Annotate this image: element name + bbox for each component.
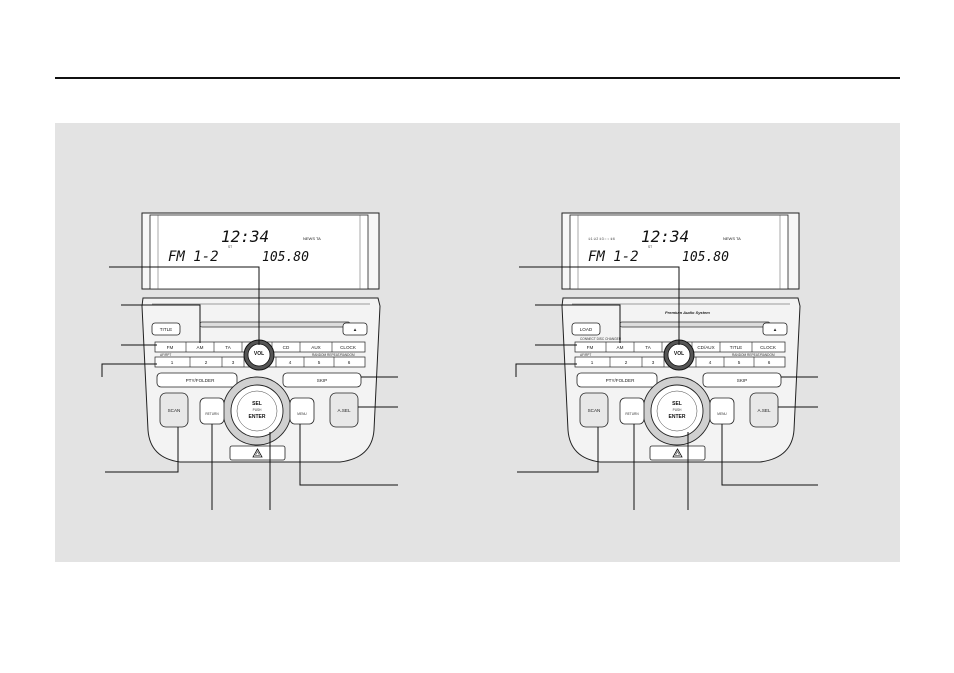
right-scan-button[interactable]: SCAN [588,408,601,413]
left-preset-5[interactable]: 5 [318,360,321,365]
left-push-label: PUSH [253,408,263,412]
right-push-label: PUSH [673,408,683,412]
right-return-button[interactable]: RETURN [625,412,639,416]
right-rds-label: AF/RPT [580,353,591,357]
right-title-button[interactable]: TITLE [730,345,743,350]
right-audio-unit: ①1 ②2 ③3 ○ ○ ⑥6 12:34 NEWS TA ST FM 1-2 … [515,212,818,510]
left-fm-button[interactable]: FM [167,345,174,350]
left-skip-button[interactable]: SKIP [317,378,327,383]
right-ta-button[interactable]: TA [645,345,651,350]
right-changer-label: CONNECT DISC CHANGER [580,337,622,341]
right-load-button[interactable]: LOAD [580,327,593,332]
right-pty-folder-button[interactable]: PTY/FOLDER [606,378,636,383]
right-preset-3[interactable]: 3 [652,360,655,365]
left-preset-3[interactable]: 3 [232,360,235,365]
right-clock-button[interactable]: CLOCK [760,345,777,350]
right-preset-4[interactable]: 4 [709,360,712,365]
left-ta-button[interactable]: TA [225,345,231,350]
header-rule [55,77,900,79]
left-display-stereo: ST [228,245,232,249]
right-cd-aux-button[interactable]: CD/AUX [697,345,714,350]
right-random-label: RANDOM REPEAT/RANDOM [732,353,775,357]
left-display-frequency: 105.80 [262,250,309,265]
right-display-band: FM 1-2 [588,249,639,265]
left-audio-unit: 12:34 NEWS TA ST FM 1-2 105.80 TITLE ▲ F… [101,212,398,510]
left-cd-button[interactable]: CD [283,345,290,350]
left-preset-1[interactable]: 1 [171,360,174,365]
right-asel-button[interactable]: A.SEL [757,408,770,413]
left-enter-button[interactable]: ENTER [249,414,266,420]
left-eject-icon[interactable]: ▲ [353,327,358,332]
left-display-indicators: NEWS TA [303,236,321,241]
left-title-button[interactable]: TITLE [160,327,173,332]
left-return-button[interactable]: RETURN [205,412,219,416]
left-preset-4[interactable]: 4 [289,360,292,365]
right-display-clock: 12:34 [641,227,689,246]
right-fm-button[interactable]: FM [587,345,594,350]
right-enter-button[interactable]: ENTER [669,414,686,420]
right-am-button[interactable]: AM [617,345,624,350]
right-vol-knob[interactable]: VOL [674,351,684,357]
right-eject-icon[interactable]: ▲ [773,327,778,332]
left-rds-label: AF/RPT [160,353,171,357]
left-asel-button[interactable]: A.SEL [337,408,350,413]
left-vol-knob[interactable]: VOL [254,351,264,357]
right-preset-2[interactable]: 2 [625,360,628,365]
left-random-label: RANDOM REPEAT/RANDOM [312,353,355,357]
right-preset-5[interactable]: 5 [738,360,741,365]
left-display-band: FM 1-2 [168,249,219,265]
right-display-frequency: 105.80 [682,250,729,265]
left-pty-folder-button[interactable]: PTY/FOLDER [186,378,216,383]
right-disc-indicators: ①1 ②2 ③3 ○ ○ ⑥6 [588,237,615,241]
left-preset-2[interactable]: 2 [205,360,208,365]
right-preset-6[interactable]: 6 [768,360,771,365]
right-display-indicators: NEWS TA [723,236,741,241]
left-sel-label: SEL [252,401,262,407]
right-display-stereo: ST [648,245,652,249]
left-menu-button[interactable]: MENU [297,412,307,416]
left-am-button[interactable]: AM [197,345,204,350]
right-sel-label: SEL [672,401,682,407]
right-brand-label: Premium Audio System [665,310,710,315]
right-menu-button[interactable]: MENU [717,412,727,416]
left-scan-button[interactable]: SCAN [168,408,181,413]
left-preset-6[interactable]: 6 [348,360,351,365]
left-aux-button[interactable]: AUX [311,345,320,350]
right-preset-1[interactable]: 1 [591,360,594,365]
right-skip-button[interactable]: SKIP [737,378,747,383]
left-display-clock: 12:34 [221,227,269,246]
left-clock-button[interactable]: CLOCK [340,345,357,350]
